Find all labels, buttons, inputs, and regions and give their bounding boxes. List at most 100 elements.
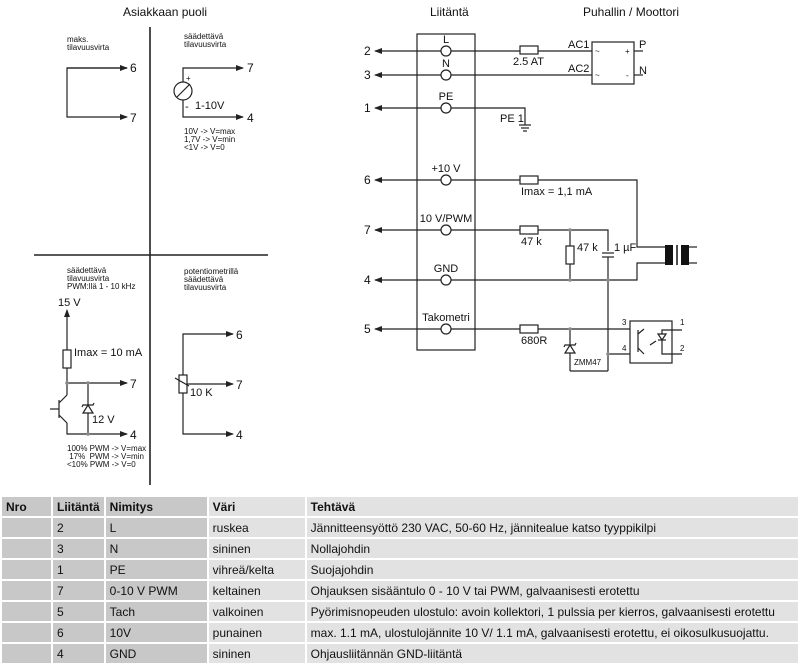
- label: säädettävä: [184, 32, 224, 41]
- label: potentiometrillä: [184, 267, 239, 276]
- terminal-label: N: [442, 58, 450, 70]
- motor-n-label: N: [639, 65, 647, 77]
- pin-label: 6: [130, 61, 137, 75]
- cell-liitanta: 3: [53, 539, 104, 558]
- terminal-label: L: [443, 34, 449, 46]
- opto-pin: 1: [680, 318, 685, 327]
- minus-sign: -: [185, 101, 189, 113]
- terminal-pin-number: 1: [364, 101, 371, 115]
- terminal-pin-number: 5: [364, 322, 371, 336]
- note: 10V -> V=max: [184, 127, 235, 136]
- label: maks.: [67, 35, 88, 44]
- imax-label: Imax = 1,1 mA: [521, 186, 593, 198]
- note: 17% PWM -> V=min: [67, 452, 144, 461]
- terminal-label: 10 V/PWM: [420, 213, 473, 225]
- circuit-max-flow: maks. tilavuusvirta 6 7: [66, 35, 137, 125]
- terminal-pin-number: 3: [364, 68, 371, 82]
- terminal: 1PE: [364, 91, 453, 115]
- motor-rectifier-box: [591, 41, 635, 85]
- cell-vari: keltainen: [208, 581, 305, 600]
- cell-liitanta: 2: [53, 518, 104, 537]
- label: säädettävä: [67, 266, 107, 275]
- cell-vari: vihreä/kelta: [208, 560, 305, 579]
- pot-value: 10 K: [190, 387, 213, 399]
- circuit-adjustable-voltage: säädettävä tilavuusvirta + - 1-10V 7 4 1…: [173, 32, 254, 152]
- terminal-screw-icon: [440, 45, 452, 57]
- zener-label: 12 V: [92, 414, 115, 426]
- resistor-icon: [519, 324, 539, 334]
- pin-label: 4: [236, 428, 243, 442]
- ac2-label: AC2: [568, 63, 589, 75]
- note: 100% PWM -> V=max: [67, 444, 146, 453]
- table-header-row: Nro Liitäntä Nimitys Väri Tehtävä: [2, 497, 798, 516]
- terminal-pin-number: 2: [364, 44, 371, 58]
- cell-vari: punainen: [208, 623, 305, 642]
- opto-pin: 3: [622, 318, 627, 327]
- note: <10% PWM -> V=0: [67, 460, 136, 469]
- terminal: 2L: [364, 34, 452, 58]
- terminal-pin-number: 7: [364, 223, 371, 237]
- cell-tehtava: Jännitteensyöttö 230 VAC, 50-60 Hz, jänn…: [306, 518, 798, 537]
- pin-label: 7: [247, 61, 254, 75]
- cell-liitanta: 4: [53, 644, 104, 663]
- pin-label: 7: [130, 377, 137, 391]
- motor-p-label: P: [639, 39, 646, 51]
- cell-nimitys: Tach: [105, 602, 207, 621]
- pin-label: 7: [130, 111, 137, 125]
- terminal-pin-number: 4: [364, 273, 371, 287]
- cell-nro: [2, 602, 51, 621]
- plus: +: [625, 47, 630, 56]
- power-wiring: 2.5 AT AC1 AC2 ~ ~ + - P N PE 1: [451, 39, 647, 132]
- plus-sign: +: [186, 74, 191, 83]
- zener-diode-icon: [81, 402, 95, 414]
- cell-nimitys: 10V: [105, 623, 207, 642]
- cell-tehtava: Ohjausliitännän GND-liitäntä: [306, 644, 798, 663]
- terminal-screw-icon: [440, 69, 452, 81]
- circuit-adjustable-pwm: säädettävä tilavuusvirta PWM:llä 1 - 10 …: [50, 266, 146, 469]
- fuse-label: 2.5 AT: [513, 56, 544, 68]
- pe-label: PE 1: [500, 113, 524, 125]
- r-shunt-label: 47 k: [577, 242, 598, 254]
- label: säädettävä: [184, 275, 224, 284]
- terminal: 6 +10 V: [364, 163, 461, 187]
- terminal-pin-number: 6: [364, 173, 371, 187]
- terminal-screw-icon: [440, 102, 452, 114]
- cell-liitanta: 1: [53, 560, 104, 579]
- heading-connection: Liitäntä: [430, 5, 469, 19]
- cell-liitanta: 7: [53, 581, 104, 600]
- cell-nimitys: GND: [105, 644, 207, 663]
- header-liitanta: Liitäntä: [53, 497, 104, 516]
- note: 1,7V -> V=min: [184, 135, 235, 144]
- zener-label: ZMM47: [574, 358, 602, 367]
- circuit-potentiometer: potentiometrillä säädettävä tilavuusvirt…: [174, 267, 243, 442]
- header-vari: Väri: [208, 497, 305, 516]
- cell-vari: sininen: [208, 539, 305, 558]
- terminal-block: [416, 33, 476, 351]
- cap-label: 1 µF: [614, 242, 637, 254]
- pin-label: 7: [236, 378, 243, 392]
- terminal: 7 10 V/PWM: [364, 213, 472, 237]
- imax-label: Imax = 10 mA: [74, 347, 143, 359]
- cell-tehtava: Suojajohdin: [306, 560, 798, 579]
- fuse-icon: [519, 45, 539, 55]
- cell-tehtava: Nollajohdin: [306, 539, 798, 558]
- label: tilavuusvirta: [184, 283, 227, 292]
- terminal-screw-icon: [440, 224, 452, 236]
- transistor-icon: [50, 394, 68, 424]
- heading-fan-motor: Puhallin / Moottori: [583, 5, 679, 19]
- supply-label: 15 V: [58, 297, 81, 309]
- cell-nro: [2, 644, 51, 663]
- terminal-label: +10 V: [431, 163, 461, 175]
- tilde: ~: [595, 71, 600, 80]
- header-tehtava: Tehtävä: [306, 497, 798, 516]
- terminal: 3N: [364, 58, 452, 82]
- label: tilavuusvirta: [67, 274, 110, 283]
